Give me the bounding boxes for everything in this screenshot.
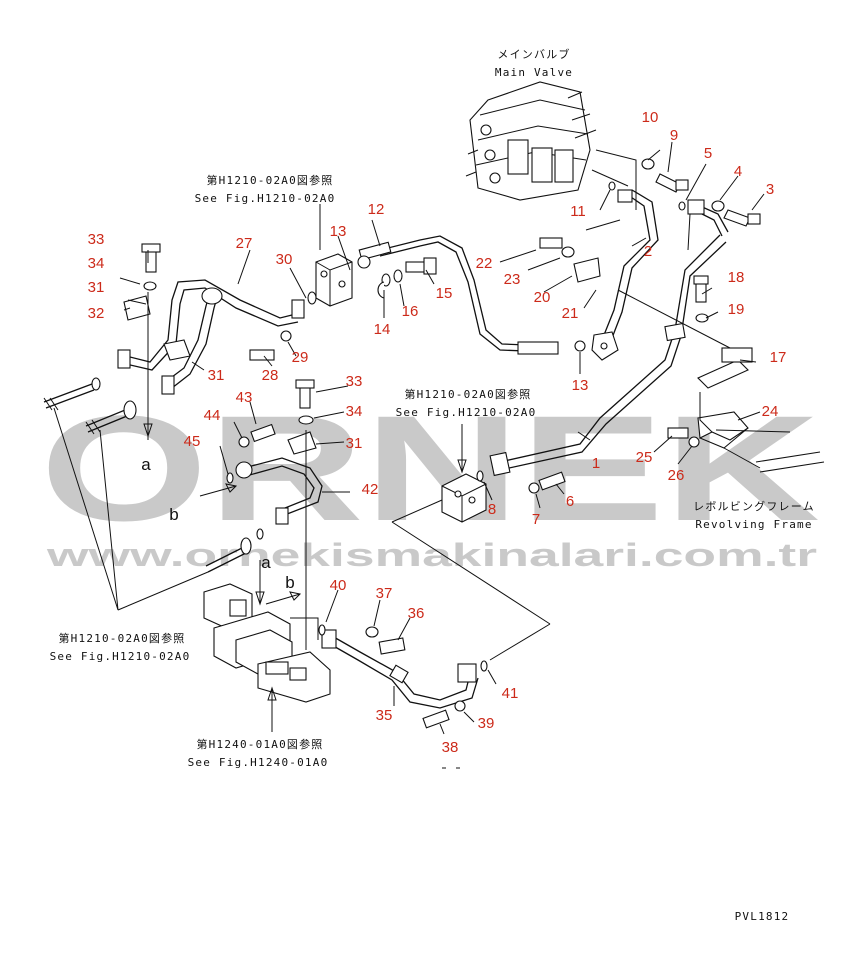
- watermark: ORNEK www.ornekismakinalari.com.tr: [40, 384, 820, 573]
- callout-12: 12: [368, 201, 385, 218]
- reference-note-3-jp: 第H1210-02A0図参照: [58, 631, 185, 645]
- callout-38: 38: [442, 739, 459, 756]
- callout-1: 1: [592, 455, 600, 472]
- pipe-12: [357, 235, 559, 355]
- part-callouts: 1 2 3 4 5 6 7 8 9 10 11 12 13 13 14 15 1…: [88, 109, 787, 756]
- callout-2: 2: [644, 243, 652, 260]
- main-valve-label-en: Main Valve: [495, 66, 573, 79]
- pipe-35: [321, 629, 479, 709]
- callout-28: 28: [262, 367, 279, 384]
- callout-42: 42: [362, 481, 379, 498]
- callout-34-right: 34: [346, 403, 363, 420]
- flow-arrows: [143, 423, 467, 701]
- callout-29: 29: [292, 349, 309, 366]
- callout-15: 15: [436, 285, 453, 302]
- callout-35: 35: [376, 707, 393, 724]
- callout-9: 9: [670, 127, 678, 144]
- connection-letters: a b a b: [141, 455, 294, 592]
- callout-3: 3: [766, 181, 774, 198]
- callout-34-left: 34: [88, 255, 105, 272]
- callout-6: 6: [566, 493, 574, 510]
- reference-labels: メインバルブ Main Valve 第H1210-02A0図参照 See Fig…: [50, 47, 815, 923]
- callout-39: 39: [478, 715, 495, 732]
- callout-40: 40: [330, 577, 347, 594]
- reference-note-1-en: See Fig.H1210-02A0: [195, 192, 336, 205]
- callout-20: 20: [534, 289, 551, 306]
- letter-b-1: b: [169, 505, 178, 524]
- left-hose-fittings: [43, 377, 264, 573]
- pipe-27: [117, 279, 305, 395]
- callout-33-left: 33: [88, 231, 105, 248]
- revolving-frame-label-en: Revolving Frame: [695, 518, 812, 531]
- callout-43: 43: [236, 389, 253, 406]
- callout-13-right: 13: [572, 377, 589, 394]
- callout-32: 32: [88, 305, 105, 322]
- block-8: [441, 473, 487, 523]
- drawing-code: PVL1812: [735, 910, 790, 923]
- reference-note-4-en: See Fig.H1240-01A0: [188, 756, 329, 769]
- bracket-17: [617, 289, 753, 389]
- callout-16: 16: [402, 303, 419, 320]
- pipe-2: [591, 189, 659, 361]
- callout-22: 22: [476, 255, 493, 272]
- callout-37: 37: [376, 585, 393, 602]
- callout-44: 44: [204, 407, 221, 424]
- reference-note-3-en: See Fig.H1210-02A0: [50, 650, 191, 663]
- callout-45: 45: [184, 433, 201, 450]
- revolving-frame-label-jp: レボルビングフレーム: [693, 499, 815, 513]
- letter-a-1: a: [141, 455, 151, 474]
- block-30: [307, 253, 353, 307]
- callout-7: 7: [532, 511, 540, 528]
- reference-note-2-en: See Fig.H1210-02A0: [396, 406, 537, 419]
- reference-note-4-jp: 第H1240-01A0図参照: [196, 737, 323, 751]
- fasteners: [123, 158, 761, 729]
- callout-31-center: 31: [208, 367, 225, 384]
- callout-31-left: 31: [88, 279, 105, 296]
- leader-lines: [53, 141, 765, 735]
- callout-41: 41: [502, 685, 519, 702]
- callout-27: 27: [236, 235, 253, 252]
- pipe-42: [235, 457, 323, 525]
- callout-24: 24: [762, 403, 779, 420]
- callout-13-top: 13: [330, 223, 347, 240]
- main-valve-label-jp: メインバルブ: [497, 47, 570, 61]
- reference-note-2-jp: 第H1210-02A0図参照: [404, 387, 531, 401]
- bracket-24: [635, 160, 825, 473]
- pipe-1: [489, 199, 729, 477]
- callout-19: 19: [728, 301, 745, 318]
- callout-8: 8: [488, 501, 496, 518]
- callout-18: 18: [728, 269, 745, 286]
- main-valve: [465, 81, 637, 210]
- solenoid-valve-assembly: [203, 583, 331, 703]
- callout-25: 25: [636, 449, 653, 466]
- reference-note-1-jp: 第H1210-02A0図参照: [206, 173, 333, 187]
- callout-26: 26: [668, 467, 685, 484]
- callout-33-right: 33: [346, 373, 363, 390]
- watermark-url: www.ornekismakinalari.com.tr: [45, 537, 817, 573]
- callout-36: 36: [408, 605, 425, 622]
- callout-5: 5: [704, 145, 712, 162]
- callout-14: 14: [374, 321, 391, 338]
- letter-b-2: b: [285, 573, 294, 592]
- letter-a-2: a: [261, 553, 271, 572]
- watermark-brand: ORNEK: [40, 384, 820, 552]
- callout-21: 21: [562, 305, 579, 322]
- callout-23: 23: [504, 271, 521, 288]
- callout-30: 30: [276, 251, 293, 268]
- callout-11: 11: [570, 203, 586, 220]
- callout-4: 4: [734, 163, 742, 180]
- callout-31-right: 31: [346, 435, 363, 452]
- callout-17: 17: [770, 349, 787, 366]
- callout-10: 10: [642, 109, 659, 126]
